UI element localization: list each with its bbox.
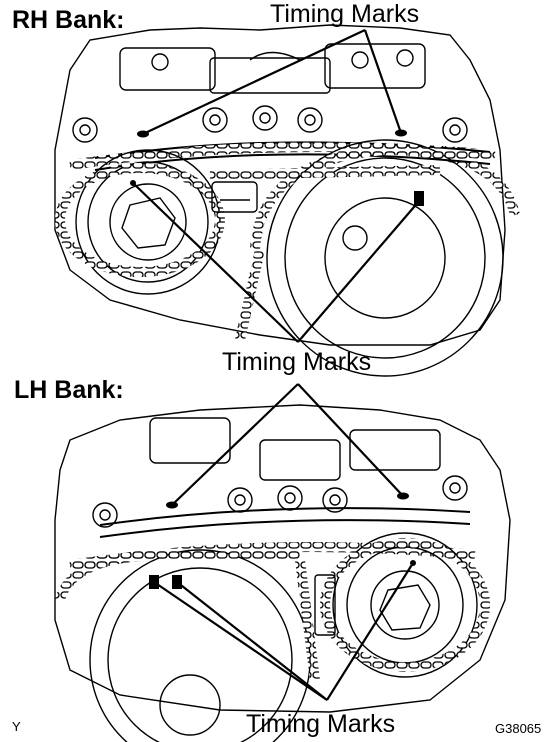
figure-id: G38065 bbox=[495, 721, 542, 736]
rh-bank-illustration bbox=[54, 24, 520, 377]
rh-top-timing-marks-callout: Timing Marks bbox=[270, 0, 420, 28]
lh-bank-illustration bbox=[54, 404, 511, 742]
footer-left-code: Y bbox=[12, 719, 21, 734]
rh-right-sprocket-mark bbox=[414, 191, 424, 206]
lh-bank-title: LH Bank: bbox=[14, 376, 124, 404]
lh-leader-lines bbox=[153, 383, 414, 701]
rh-bottom-timing-marks-callout: Timing Marks bbox=[222, 348, 372, 376]
rh-leader-lines bbox=[132, 29, 421, 343]
rh-bank-title: RH Bank: bbox=[12, 6, 125, 34]
lh-bottom-timing-marks-callout: Timing Marks bbox=[246, 710, 396, 738]
